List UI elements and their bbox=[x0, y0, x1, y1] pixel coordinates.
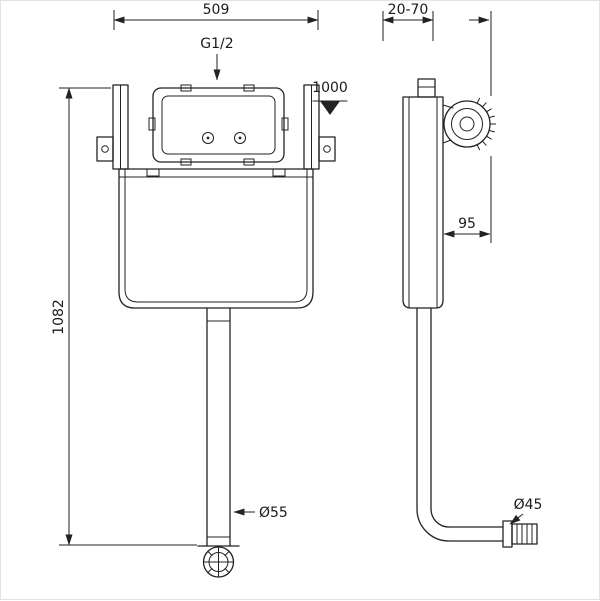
dimension-depth-20-70: 20-70 bbox=[382, 2, 492, 96]
dia-45-label: Ø45 bbox=[514, 497, 543, 513]
dim-95-label: 95 bbox=[458, 216, 476, 232]
dimension-width-509: 509 bbox=[113, 2, 319, 30]
label-inlet-g12: G1/2 bbox=[200, 36, 234, 81]
side-tank bbox=[402, 78, 454, 309]
flush-plate-sleeve bbox=[443, 97, 496, 151]
side-view bbox=[402, 78, 538, 548]
right-fixing-tab bbox=[318, 136, 336, 162]
dim-509-label: 509 bbox=[203, 2, 230, 18]
level-label: 1000 bbox=[312, 80, 348, 96]
label-pipe-diameter-55: Ø55 bbox=[233, 505, 288, 521]
dimension-offset-95: 95 bbox=[443, 156, 492, 243]
label-outlet-diameter-45: Ø45 bbox=[509, 497, 543, 525]
level-marker-1000: 1000 bbox=[312, 80, 348, 115]
front-view bbox=[96, 84, 336, 578]
dim-1082-label: 1082 bbox=[51, 299, 67, 335]
dia-55-label: Ø55 bbox=[259, 505, 288, 521]
dim-20-70-label: 20-70 bbox=[388, 2, 429, 18]
dimension-height-1082: 1082 bbox=[51, 87, 197, 546]
floor-flange bbox=[197, 545, 240, 578]
tank-body bbox=[118, 168, 314, 309]
water-level-triangle-icon bbox=[320, 101, 340, 115]
inlet-label: G1/2 bbox=[200, 36, 233, 52]
outlet-pipe bbox=[416, 307, 504, 542]
dimensions: 509 G1/2 1000 1082 20-70 bbox=[51, 2, 543, 546]
mounting-frame bbox=[96, 84, 336, 170]
left-fixing-tab bbox=[96, 136, 114, 162]
outlet-coupling bbox=[502, 520, 538, 548]
access-panel bbox=[148, 84, 289, 166]
flush-buttons bbox=[202, 132, 246, 144]
flush-pipe bbox=[206, 307, 231, 547]
